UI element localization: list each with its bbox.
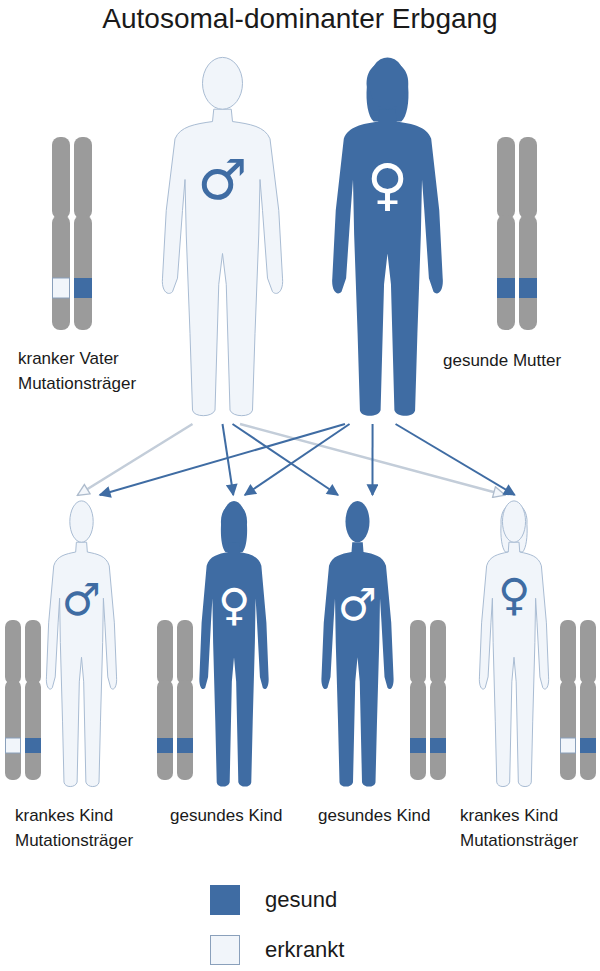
- sex-symbol: ♂: [320, 583, 395, 627]
- head-shape: [203, 57, 243, 109]
- chromosome-pair: [410, 620, 446, 780]
- sex-symbol: ♂: [160, 152, 285, 208]
- legend-swatch: [210, 935, 240, 965]
- inheritance-arrow: [245, 424, 350, 495]
- chromosome-pair: [560, 620, 596, 780]
- inheritance-arrow: [78, 424, 193, 495]
- inheritance-arrow: [396, 424, 515, 495]
- person-figure: ♀gesundes Kind: [198, 495, 270, 790]
- head-shape: [369, 57, 406, 109]
- chromosome-pair: [52, 137, 92, 330]
- person-caption: kranker Vater Mutationsträger: [18, 346, 168, 396]
- chromosome-pair: [157, 620, 193, 780]
- legend-entry: gesund: [210, 885, 337, 915]
- person-silhouette: [330, 50, 445, 420]
- chromosome-pair: [497, 137, 537, 330]
- person-figure: ♂kranker Vater Mutationsträger: [160, 50, 285, 420]
- person-caption: gesundes Kind: [318, 803, 458, 828]
- inheritance-arrow: [100, 424, 345, 495]
- head-shape: [346, 501, 370, 542]
- person-figure: ♀krankes Kind Mutationsträger: [478, 495, 550, 790]
- person-caption: gesunde Mutter: [443, 348, 593, 373]
- body-shape: [332, 109, 443, 415]
- person-silhouette: [478, 495, 550, 790]
- person-silhouette: [160, 50, 285, 420]
- inheritance-arrow: [233, 424, 339, 495]
- legend-label: gesund: [265, 885, 337, 915]
- sex-symbol: ♂: [45, 578, 118, 622]
- person-silhouette: [320, 495, 395, 790]
- head-shape: [222, 501, 245, 542]
- diagram-title: Autosomal-dominanter Erbgang: [0, 2, 600, 36]
- person-caption: gesundes Kind: [170, 803, 310, 828]
- inheritance-arrow: [240, 424, 505, 495]
- person-figure: ♀gesunde Mutter: [330, 50, 445, 420]
- person-caption: krankes Kind Mutationsträger: [15, 803, 155, 853]
- person-caption: krankes Kind Mutationsträger: [460, 803, 600, 853]
- legend-label: erkrankt: [265, 935, 344, 965]
- person-figure: ♂krankes Kind Mutationsträger: [45, 495, 118, 790]
- body-shape: [321, 542, 393, 786]
- person-silhouette: [198, 495, 270, 790]
- sex-symbol: ♀: [198, 583, 270, 627]
- legend-entry: erkrankt: [210, 935, 344, 965]
- sex-symbol: ♀: [478, 573, 550, 617]
- chromosome-pair: [5, 620, 41, 780]
- sex-symbol: ♀: [330, 157, 445, 213]
- person-silhouette: [45, 495, 118, 790]
- body-shape: [199, 542, 268, 786]
- inheritance-arrow: [372, 424, 374, 495]
- legend-swatch: [210, 885, 240, 915]
- inheritance-arrow: [223, 424, 234, 495]
- head-shape: [502, 501, 525, 542]
- head-shape: [70, 501, 93, 542]
- person-figure: ♂gesundes Kind: [320, 495, 395, 790]
